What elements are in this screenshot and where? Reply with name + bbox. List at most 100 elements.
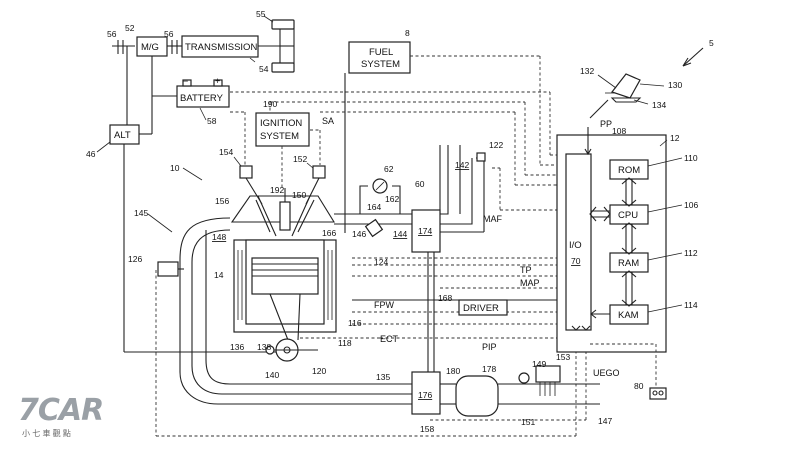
ref-156: 156 [215, 196, 229, 206]
watermark-brand: 7CAR [18, 393, 104, 428]
spark-plug [279, 201, 291, 231]
fuel-system-label-2: SYSTEM [361, 59, 400, 70]
ignition-label-1: IGNITION [260, 118, 302, 129]
cpu-label: CPU [618, 210, 638, 221]
coils: 154 152 [219, 147, 326, 205]
signal-fpw: FPW [374, 300, 395, 310]
ref-192: 192 [270, 185, 284, 195]
accelerator-pedal: 132 130 134 5 [580, 38, 714, 119]
ref-8: 8 [405, 28, 410, 38]
ref-5: 5 [709, 38, 714, 48]
coil-152 [312, 165, 326, 179]
maf-sensor-122 [476, 152, 486, 162]
ref-168: 168 [438, 293, 452, 303]
rom-label: ROM [618, 165, 640, 176]
ref-166: 166 [322, 228, 336, 238]
ref-116: 116 [348, 318, 362, 328]
signal-ect: ECT [380, 334, 399, 344]
ref-118: 118 [338, 338, 352, 348]
signal-uego: UEGO [593, 368, 620, 378]
fuel-system-label-1: FUEL [369, 47, 393, 58]
ref-54: 54 [259, 64, 269, 74]
sensor-126 [157, 261, 179, 277]
ref-106: 106 [684, 200, 698, 210]
ref-148: 148 [212, 232, 226, 242]
watermark-logo: 7CAR 小 七 車 觀 點 [18, 394, 110, 444]
signal-pp: PP [600, 119, 612, 129]
exhaust: 176 178 149 153 151 158 147 135 180 [376, 252, 612, 434]
ref-180: 180 [446, 366, 460, 376]
rom-box [609, 159, 649, 180]
ref-136: 136 [230, 342, 244, 352]
ref-152: 152 [293, 154, 307, 164]
ref-46: 46 [86, 149, 96, 159]
ref-56b: 56 [164, 29, 174, 39]
ref-58: 58 [207, 116, 217, 126]
fuel-system-box [348, 41, 411, 74]
ref-60: 60 [415, 179, 425, 189]
ref-145: 145 [134, 208, 148, 218]
egr-valve-176 [411, 371, 441, 415]
ref-110: 110 [684, 153, 698, 163]
battery-minus-icon: − [183, 76, 188, 86]
driver-box [458, 299, 508, 316]
indicator-lamp [649, 387, 667, 400]
ref-147: 147 [598, 416, 612, 426]
mg-label: M/G [141, 42, 159, 53]
ref-70: 70 [571, 256, 581, 266]
indicator-80: 80 [590, 343, 667, 400]
ref-150: 150 [292, 190, 306, 200]
ref-176: 176 [418, 390, 432, 400]
driver-label: DRIVER [463, 303, 499, 314]
ref-10: 10 [170, 163, 180, 173]
ref-124: 124 [374, 257, 388, 267]
wheel-axle-icon [271, 19, 295, 73]
ref-149: 149 [532, 359, 546, 369]
fuel-system: FUEL SYSTEM 8 [344, 28, 566, 233]
pedal-icon [611, 73, 641, 99]
ref-14: 14 [214, 270, 224, 280]
ref-122: 122 [489, 140, 503, 150]
ref-80: 80 [634, 381, 644, 391]
catalyst-178 [455, 375, 499, 417]
kam-label: KAM [618, 310, 639, 321]
ref-178: 178 [482, 364, 496, 374]
ref-52: 52 [125, 23, 135, 33]
ref-138: 138 [257, 342, 271, 352]
ref-126: 126 [128, 254, 142, 264]
coil-154 [239, 165, 253, 179]
ref-151: 151 [521, 417, 535, 427]
alt-label: ALT [114, 130, 131, 141]
ref-132: 132 [580, 66, 594, 76]
alternator: ALT 46 [86, 46, 285, 353]
ref-146: 146 [352, 229, 366, 239]
signal-lines: TP MAP FPW ECT PIP UEGO [155, 257, 620, 437]
ref-55: 55 [256, 9, 266, 19]
signal-map: MAP [520, 278, 540, 288]
ram-label: RAM [618, 258, 639, 269]
ref-154: 154 [219, 147, 233, 157]
ignition-label-2: SYSTEM [260, 131, 299, 142]
drivetrain: M/G TRANSMISSION 56 52 56 54 55 [107, 9, 295, 74]
io-box [565, 153, 592, 331]
ref-140: 140 [265, 370, 279, 380]
battery: − + BATTERY 58 [151, 56, 230, 126]
watermark-subtitle: 小 七 車 觀 點 [22, 429, 71, 438]
ref-164: 164 [367, 202, 381, 212]
ref-142: 142 [455, 160, 469, 170]
ref-134: 134 [652, 100, 666, 110]
controller: I/O 70 ROM CPU RAM KAM PP 108 12 110 10 [556, 119, 698, 353]
signal-pip: PIP [482, 342, 497, 352]
battery-plus-icon: + [215, 76, 220, 86]
battery-label: BATTERY [180, 93, 224, 104]
signal-sa: SA [322, 116, 334, 126]
io-label: I/O [569, 240, 582, 251]
ref-162: 162 [385, 194, 399, 204]
signal-tp: TP [520, 265, 532, 275]
transmission-label: TRANSMISSION [185, 42, 257, 53]
sensor-149 [518, 372, 530, 384]
ignition-system-box [255, 112, 310, 147]
ref-174: 174 [418, 226, 432, 236]
engine: 148 14 156 192 150 166 136 138 140 120 1… [170, 145, 485, 405]
